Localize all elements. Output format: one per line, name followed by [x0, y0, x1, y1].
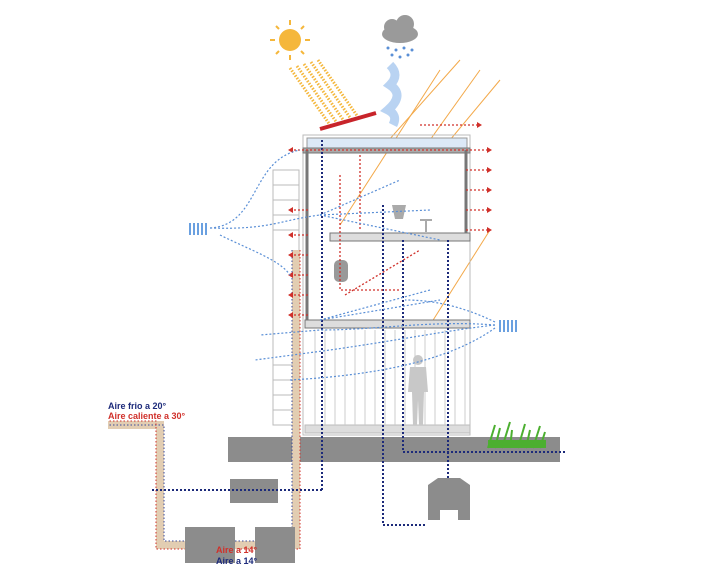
- underground-cold-label: Aire a 14°: [216, 556, 258, 566]
- person-silhouette-icon: [408, 355, 428, 425]
- legend-hot-air: Aire caliente a 30°: [108, 411, 186, 421]
- cistern-icon: [428, 478, 470, 520]
- cold-air-flows: [209, 149, 496, 381]
- heat-exchanger-box: [185, 527, 235, 563]
- legend-cold-air: Aire frio a 20°: [108, 401, 167, 411]
- rain-cloud-icon: [380, 15, 418, 128]
- underground-hot-label: Aire a 14°: [216, 545, 258, 555]
- sun-rays: [288, 59, 360, 126]
- vent-grille: [189, 223, 517, 332]
- diffuse-light-rays: [339, 59, 501, 326]
- grass-icon: [487, 421, 546, 449]
- water-pipes: [150, 140, 565, 526]
- building-section: [272, 134, 471, 436]
- ground-air-duct: [108, 250, 301, 550]
- hot-air-flows: [290, 124, 490, 316]
- solar-panel-icon: [319, 111, 377, 131]
- sun-icon: [270, 20, 310, 60]
- heat-exchanger-box: [255, 527, 295, 563]
